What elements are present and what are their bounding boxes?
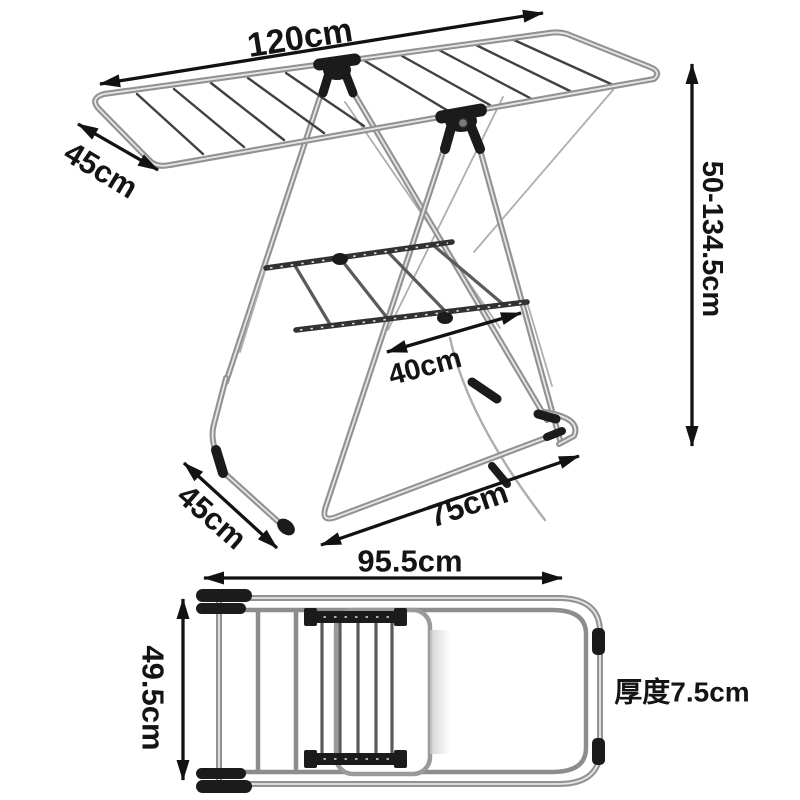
dim-top-width: 120cm (99, 9, 544, 88)
dim-label-height-range: 50-134.5cm (696, 161, 728, 317)
dim-base-length: 75cm (320, 454, 580, 547)
folded-rack-illustration (196, 589, 605, 793)
dim-label-folded-length: 95.5cm (357, 544, 462, 579)
front-hinge-joint (435, 103, 487, 154)
dim-shelf-width: 40cm (385, 311, 522, 392)
dim-label-thickness: 厚度7.5cm (614, 677, 749, 708)
dim-wing-depth: 45cm (58, 122, 159, 205)
front-left-leg-and-base-bar (321, 143, 559, 522)
wing-top-surface (92, 29, 661, 169)
folded-shelf (304, 608, 407, 768)
inner-frame-line (219, 607, 589, 775)
open-rack-illustration (92, 29, 661, 536)
dim-label-folded-width: 49.5cm (136, 645, 171, 750)
rear-hinge-joint (313, 53, 361, 98)
dim-folded-length: 95.5cm (203, 544, 563, 585)
hinge-knob (457, 117, 469, 129)
wing-frame (92, 29, 661, 169)
dim-height-range: 50-134.5cm (685, 63, 728, 447)
frame-hinge-caps (196, 589, 605, 793)
dim-label-base-length: 75cm (423, 474, 512, 535)
dim-folded-width: 49.5cm (136, 598, 190, 781)
dim-thickness: 厚度7.5cm (614, 677, 749, 708)
